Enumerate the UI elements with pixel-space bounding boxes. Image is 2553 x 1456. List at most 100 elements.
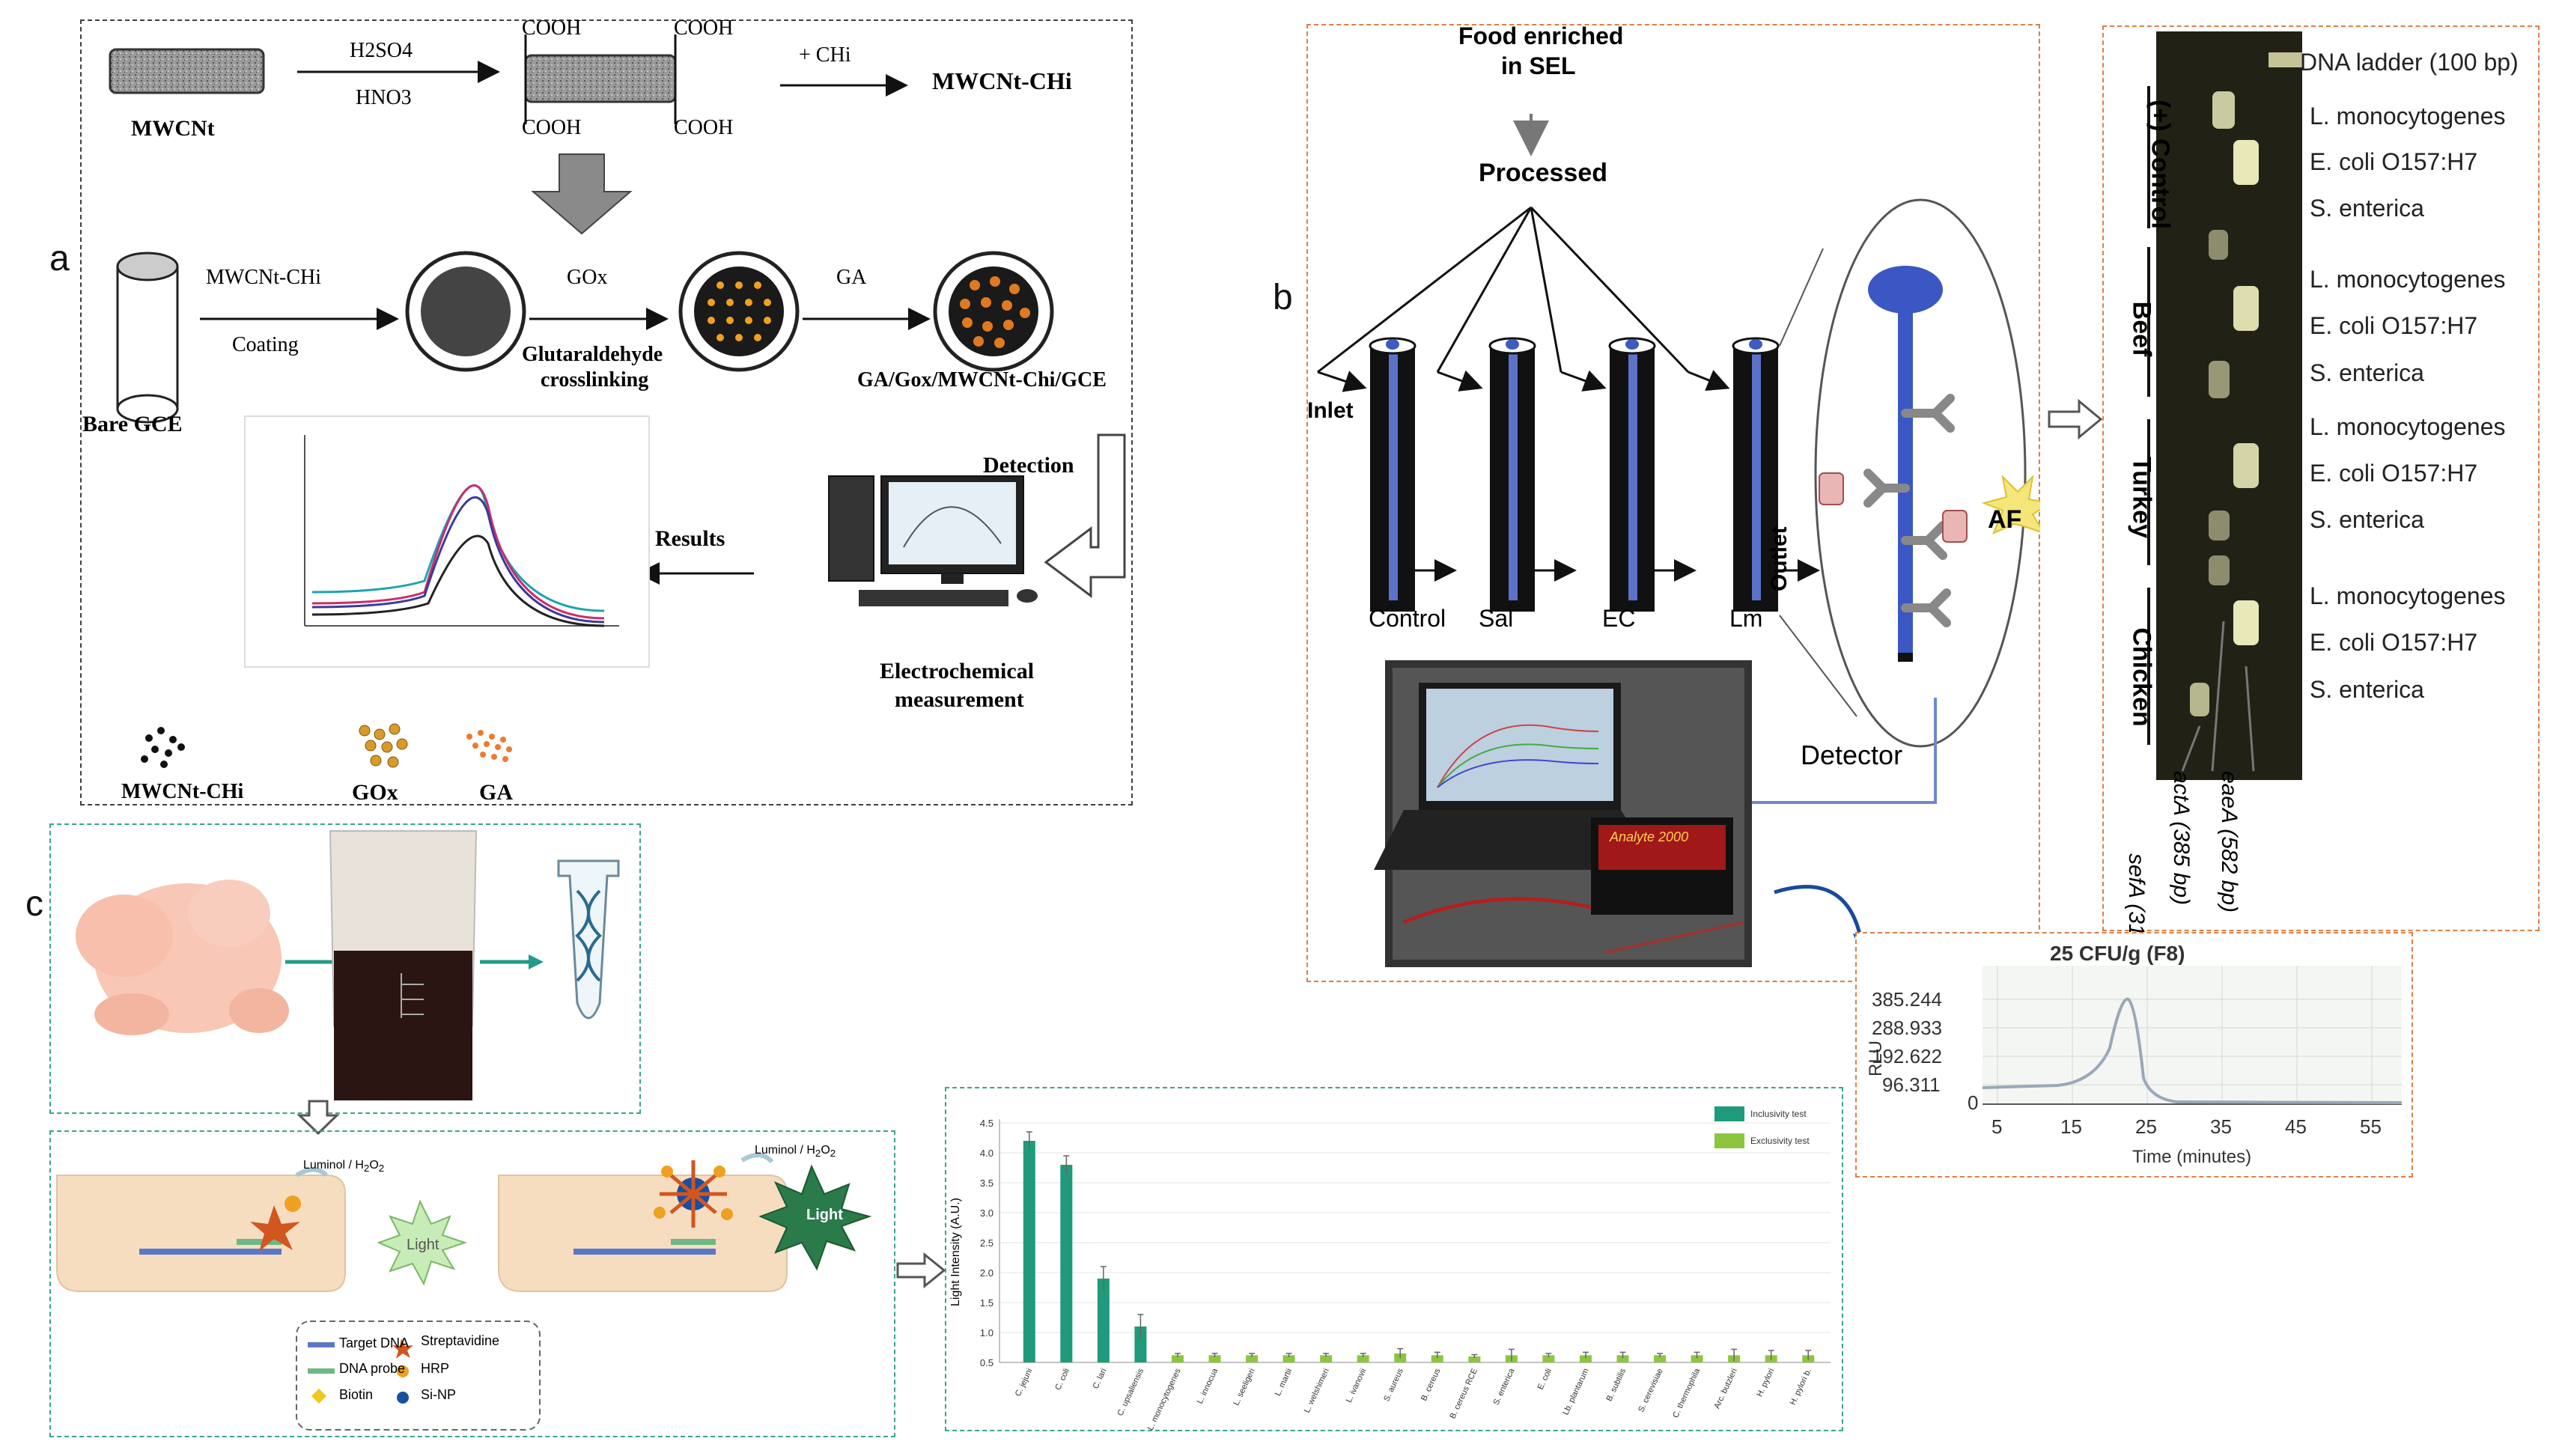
gel-lane-11: E. coli O157:H7 [2310, 629, 2478, 656]
bar-ytick-label: 1.5 [980, 1297, 993, 1309]
bar-mark [1468, 1356, 1481, 1362]
rlu-ytick-3: 96.311 [1882, 1073, 1941, 1096]
legend-gox-dots [359, 723, 408, 768]
mwcnt-tube [109, 48, 265, 94]
panel-letter-a: a [49, 239, 70, 278]
panel-c-top-diagram [76, 830, 620, 1100]
rlu-xtick-2: 25 [2135, 1115, 2157, 1138]
bar-chart-panel [945, 1087, 1843, 1431]
mwcnt-label: MWCNt [131, 116, 215, 141]
bar-category-label: H. pylori [1755, 1367, 1776, 1398]
panel-letter-c: c [25, 884, 43, 924]
bar-category-label: S. aureus [1382, 1367, 1405, 1403]
inlet-label: Inlet [1307, 398, 1354, 423]
computer-icon [828, 475, 1038, 606]
bar-mark [1579, 1355, 1592, 1362]
legend-box [296, 1321, 541, 1431]
light-burst-right [758, 1164, 872, 1271]
legend-hrp: HRP [421, 1361, 450, 1376]
bar-mark [1431, 1355, 1443, 1362]
gel-image [2156, 31, 2302, 780]
coating-bottom-label: Coating [232, 333, 299, 356]
rlu-title: 25 CFU/g (F8) [2050, 942, 2185, 965]
gel-panel [2102, 25, 2540, 931]
bar-mark [1691, 1355, 1703, 1362]
bar-mark [1282, 1355, 1295, 1362]
rlu-plot [1983, 966, 2402, 1105]
luminol-right: Luminol / H2O2 [755, 1144, 836, 1160]
column-label-control: Control [1369, 605, 1446, 632]
bar-category-label: Lb. plantarum [1561, 1367, 1590, 1416]
bar-mark [1542, 1355, 1555, 1362]
bar-ytick-label: 3.0 [980, 1207, 993, 1219]
rlu-xtick-1: 15 [2060, 1115, 2082, 1138]
tube-dna-icon [557, 859, 620, 1020]
acid1-label: H2SO4 [350, 39, 413, 62]
gel-group-brackets [2147, 86, 2150, 745]
gel-lane-3: S. enterica [2310, 195, 2424, 222]
rlu-ytick-1: 288.933 [1872, 1017, 1942, 1039]
bar-mark [1208, 1355, 1221, 1362]
af-label: AF [1988, 505, 2022, 534]
light-left-label: Light [407, 1237, 439, 1253]
bare-gce-label: Bare GCE [82, 412, 183, 436]
results-label: Results [655, 526, 725, 551]
column-label-lm: Lm [1729, 605, 1763, 632]
gel-lane-4: L. monocytogenes [2310, 266, 2506, 293]
bar-mark [1060, 1165, 1073, 1362]
bar-mark [1320, 1355, 1333, 1362]
bar-category-label: C. upsaliensis [1116, 1367, 1145, 1418]
bar-legend-swatch [1714, 1106, 1744, 1121]
rlu-xtick-4: 45 [2285, 1115, 2307, 1138]
bar-category-label: B. subtilis [1604, 1367, 1628, 1403]
fiber-probe [1868, 266, 1943, 662]
bar-chart-ylabel: Light Intensity (A.U.) [949, 1198, 962, 1306]
bar-legend-label: Inclusivity test [1750, 1109, 1807, 1119]
legend-mwcnt-label: MWCNt-CHi [121, 780, 244, 803]
legend-gox-label: GOx [352, 780, 398, 805]
bar-mark [1246, 1355, 1259, 1362]
gel-group-control: (+) Control [2146, 100, 2175, 229]
ga-step-label: GA [836, 266, 867, 289]
oxidized-mwcnt-tube [524, 54, 677, 103]
processed-label: Processed [1479, 159, 1607, 187]
device-label: Analyte 2000 [1610, 829, 1689, 844]
legend-ga-dots [466, 730, 512, 762]
bar-mark [1097, 1279, 1110, 1362]
stomacher-bag-icon [329, 830, 478, 1100]
panel-letter-b: b [1273, 278, 1293, 317]
bar-category-label: L. ivanovii [1345, 1367, 1369, 1404]
column-lm [1732, 337, 1780, 612]
bar-category-label: L. martii [1274, 1367, 1294, 1398]
streptavidine-icon-left [250, 1205, 300, 1252]
gox-step-label: GOx [567, 266, 608, 289]
chip-right [498, 1175, 788, 1292]
bar-category-label: B. cereus [1419, 1367, 1443, 1403]
rlu-xtick-0: 5 [1991, 1115, 2003, 1138]
gel-group-chicken: Chicken [2127, 627, 2156, 727]
light-burst-left [377, 1199, 468, 1286]
plus-chi-label: + CHi [799, 43, 851, 67]
column-label-ec: EC [1602, 605, 1636, 632]
gene-acta: actA (385 bp) [2169, 771, 2194, 905]
gel-lane-2: E. coli O157:H7 [2310, 148, 2478, 175]
gel-lane-10: L. monocytogenes [2310, 582, 2506, 609]
si-np-cluster [654, 1160, 733, 1228]
food-label-2: in SEL [1501, 52, 1576, 79]
bar-legend-label: Exclusivity test [1750, 1136, 1810, 1146]
panel-c-bottom [49, 1130, 895, 1437]
detection-arrow-icon [1044, 433, 1126, 598]
gel-lane-6: S. enterica [2310, 359, 2424, 386]
magnified-fiber-oval [1814, 198, 2027, 748]
gel-lane-5: E. coli O157:H7 [2310, 312, 2478, 339]
legend-ga-label: GA [479, 780, 513, 805]
bar-category-label: C. thermophila [1671, 1366, 1702, 1419]
bar-ytick-label: 2.0 [980, 1267, 993, 1279]
cooh-br: COOH [674, 116, 734, 139]
cooh-tl: COOH [522, 16, 582, 40]
food-label-1: Food enriched [1458, 22, 1624, 49]
chip-left [56, 1175, 346, 1292]
bar-category-label: E. coli [1536, 1367, 1554, 1391]
product-label: MWCNt-CHi [932, 67, 1072, 94]
